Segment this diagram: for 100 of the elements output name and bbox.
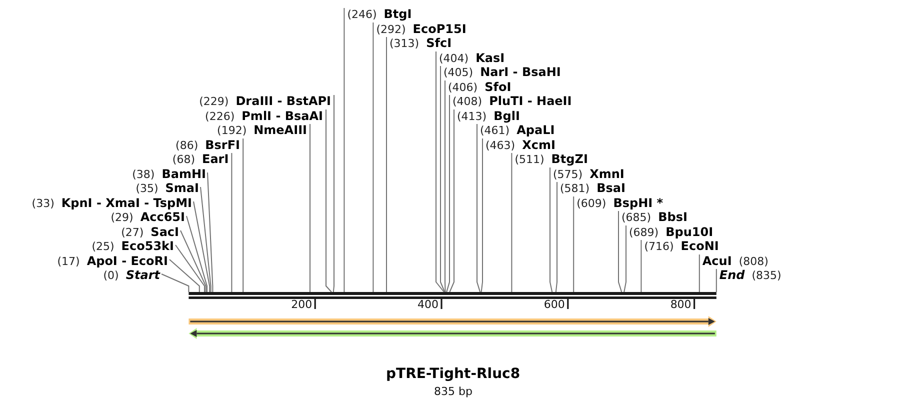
position-number: (511): [514, 153, 544, 166]
enzyme-name: Bpu10I: [666, 224, 714, 238]
leader-line: [200, 186, 212, 292]
position-number: (581): [560, 182, 590, 195]
enzyme-name: PmlI - BsaAI: [242, 108, 323, 122]
position-number: (405): [444, 66, 474, 79]
enzyme-name: BbsI: [658, 210, 688, 224]
leader-line: [169, 259, 200, 292]
position-number: (406): [448, 80, 478, 94]
leader-line: [480, 138, 483, 292]
position-number: (689): [629, 226, 659, 238]
enzyme-name: Eco53kI: [121, 239, 174, 253]
position-number: (408): [452, 95, 482, 108]
enzyme-name: PluTI - HaeII: [489, 94, 572, 108]
leader-line: [242, 138, 244, 292]
leader-line: [386, 36, 387, 292]
position-number: (413): [457, 110, 487, 122]
position-number: (226): [205, 110, 235, 122]
position-number: (0): [103, 269, 119, 282]
enzyme-name: EarI: [202, 152, 229, 166]
enzyme-name: BsrFI: [205, 138, 240, 152]
position-number: (229): [199, 95, 229, 108]
leader-line: [511, 152, 512, 292]
enzyme-name: SacI: [150, 224, 179, 238]
position-number: (35): [136, 182, 158, 195]
leader-line: [207, 172, 214, 292]
leader-line: [716, 268, 717, 292]
enzyme-name: NarI - BsaHI: [480, 65, 561, 79]
position-number: (575): [553, 168, 583, 180]
enzyme-name: Acc65I: [140, 210, 185, 224]
leader-line: [193, 201, 210, 292]
leader-line: [440, 66, 446, 292]
enzyme-name: KasI: [476, 50, 505, 64]
leader-line: [698, 254, 700, 292]
leader-line: [161, 274, 190, 292]
leader-line: [550, 167, 553, 292]
leader-line: [640, 240, 642, 292]
enzyme-name: BamHI: [162, 166, 206, 180]
leader-line: [444, 80, 446, 292]
enzyme-name: SfcI: [426, 36, 452, 50]
enzyme-name: AcuI: [702, 254, 732, 268]
position-number: (808): [738, 254, 768, 268]
position-number: (246): [347, 8, 377, 21]
position-number: (292): [376, 22, 406, 36]
enzyme-name: BglI: [494, 108, 520, 122]
position-number: (25): [92, 240, 114, 253]
feature-band: [188, 316, 716, 327]
position-number: (463): [486, 138, 516, 152]
leader-line: [332, 94, 334, 292]
scale-label: 200: [291, 299, 312, 311]
position-number: (27): [121, 226, 144, 238]
enzyme-name: BtgI: [384, 7, 412, 21]
leader-line: [573, 196, 574, 292]
scale-label: 800: [670, 299, 692, 311]
leader-line: [326, 109, 332, 292]
position-number: (313): [390, 37, 420, 50]
leader-line: [231, 152, 232, 292]
leader-line: [555, 182, 558, 292]
map-title: pTRE-Tight-Rluc8: [386, 366, 520, 383]
feature-band: [188, 328, 716, 339]
position-number: (68): [172, 153, 196, 166]
position-number: (461): [480, 124, 510, 137]
sequence-end-label: End: [719, 268, 745, 282]
enzyme-name: DraIII - BstAPI: [236, 94, 331, 108]
leader-line: [618, 210, 622, 292]
leader-line: [180, 230, 206, 292]
position-number: (685): [622, 211, 652, 224]
enzyme-name: XmnI: [590, 166, 624, 180]
enzyme-name: XcmI: [522, 138, 556, 152]
position-number: (404): [439, 52, 469, 64]
leader-line: [446, 94, 450, 292]
sequence-end-label: Start: [126, 268, 160, 282]
enzyme-name: ApoI - EcoRI: [86, 254, 168, 268]
position-number: (86): [176, 138, 198, 152]
enzyme-name: SfoI: [484, 80, 512, 94]
leader-line: [372, 22, 374, 292]
sequence-length: 835 bp: [434, 385, 472, 398]
position-number: (609): [576, 196, 606, 210]
leader-line: [449, 109, 454, 292]
enzyme-name: BtgZI: [551, 152, 588, 166]
enzyme-name: NmeAIII: [254, 123, 307, 137]
scale-label: 600: [544, 299, 565, 311]
position-number: (17): [57, 254, 80, 268]
position-number: (835): [752, 269, 782, 282]
enzyme-name: SmaI: [165, 181, 199, 195]
leader-line: [344, 8, 345, 292]
position-number: (192): [217, 124, 247, 137]
position-number: (33): [32, 196, 54, 210]
leader-line: [436, 51, 444, 292]
position-number: (29): [110, 211, 134, 224]
leader-line: [624, 225, 626, 292]
enzyme-name: BspHI *: [613, 196, 664, 210]
position-number: (716): [644, 240, 674, 253]
scale-label: 400: [418, 299, 438, 311]
leader-line: [476, 124, 481, 292]
enzyme-name: EcoP15I: [412, 22, 466, 36]
leader-line: [186, 216, 208, 292]
leader-line: [175, 244, 205, 292]
enzyme-name: ApaLI: [516, 123, 555, 137]
position-number: (38): [132, 168, 155, 180]
